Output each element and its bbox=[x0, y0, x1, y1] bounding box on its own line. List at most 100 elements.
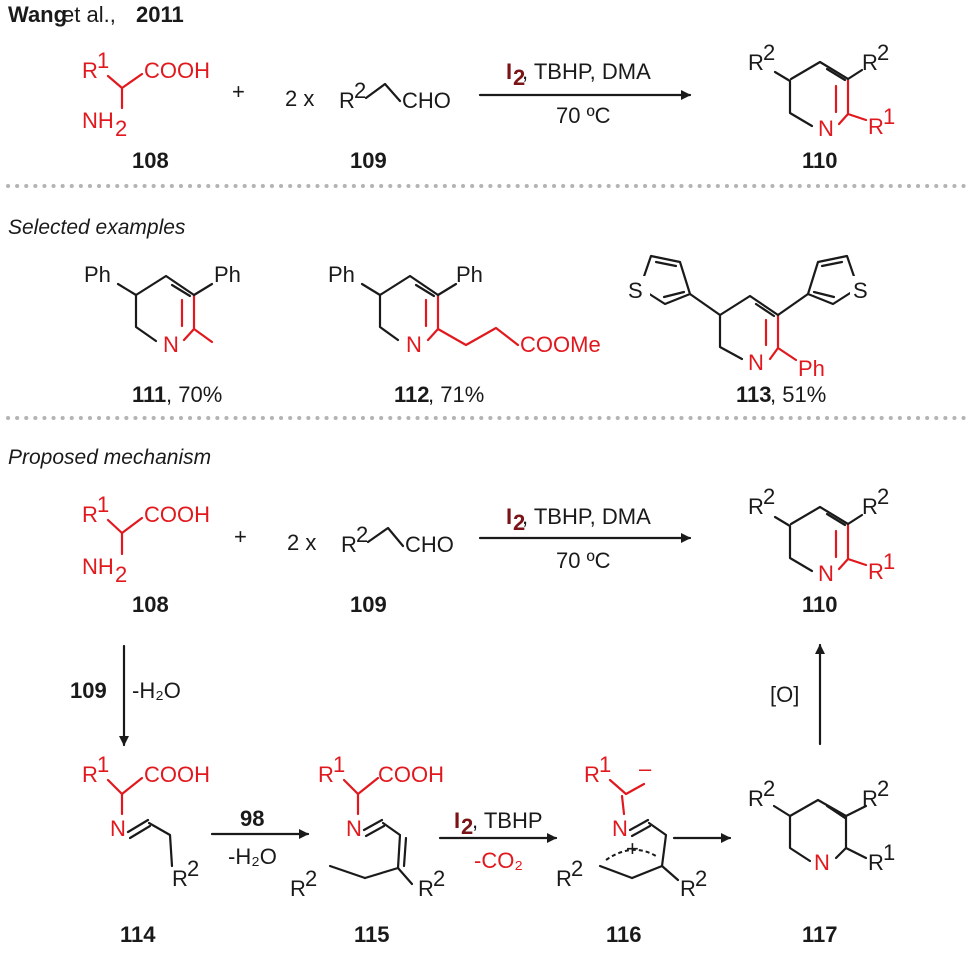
atom-label: R bbox=[748, 494, 764, 519]
atom-label: 1 bbox=[97, 492, 109, 517]
atom-label: I bbox=[454, 808, 460, 833]
atom-label: -CO₂ bbox=[474, 848, 523, 873]
arrow-115-to-116: I 2 , TBHP -CO₂ bbox=[438, 808, 558, 873]
atom-label: 2 x bbox=[285, 86, 314, 111]
author-etal: et al., bbox=[62, 2, 116, 27]
atom-label: 2 bbox=[115, 116, 127, 141]
atom-label: R bbox=[584, 762, 600, 787]
atom-label: 2 bbox=[461, 814, 473, 839]
atom-label: COOH bbox=[144, 502, 210, 527]
label-110: 110 bbox=[802, 148, 838, 173]
compound-113: N Ph S S 113 , 51% bbox=[626, 254, 874, 407]
atom-label: R bbox=[680, 876, 696, 901]
label-108: 108 bbox=[132, 148, 169, 173]
atom-label: N bbox=[163, 332, 179, 357]
label-113: 113 bbox=[736, 382, 772, 407]
label-111: 111 bbox=[132, 382, 166, 407]
atom-label: R bbox=[868, 114, 884, 139]
atom-label: 2 bbox=[115, 562, 127, 587]
atom-label: -H₂O bbox=[228, 844, 277, 869]
label-116: 116 bbox=[606, 922, 642, 947]
atom-label: COOMe bbox=[520, 332, 601, 357]
plus-sign: + bbox=[234, 524, 247, 549]
atom-label: R bbox=[868, 559, 884, 584]
atom-label: Ph bbox=[456, 262, 483, 287]
atom-label: R bbox=[862, 50, 878, 75]
plus-sign: + bbox=[232, 79, 245, 104]
atom-label: , TBHP, DMA bbox=[522, 504, 651, 529]
atom-label: 2 bbox=[571, 856, 583, 881]
atom-label: 2 bbox=[763, 484, 775, 509]
compound-109-mech: 2 x R 2 CHO 109 bbox=[287, 522, 454, 617]
atom-label: 2 bbox=[513, 510, 525, 535]
header-citation: Wang et al., 2011 bbox=[8, 2, 184, 27]
label-112: 112 bbox=[394, 382, 430, 407]
compound-112: N COOMe Ph Ph 112 , 71% bbox=[328, 262, 601, 407]
atom-label: R bbox=[172, 866, 188, 891]
atom-label: 98 bbox=[240, 806, 264, 831]
compound-111: N Ph Ph 111 , 70% bbox=[84, 262, 241, 407]
atom-label: R bbox=[556, 866, 572, 891]
atom-label: COOH bbox=[144, 58, 210, 83]
compound-116: R 1 – N + R 2 R 2 116 bbox=[556, 752, 707, 947]
compound-108-top: R 1 COOH NH 2 108 bbox=[82, 48, 210, 173]
atom-label: R bbox=[290, 876, 306, 901]
atom-label: 2 bbox=[433, 866, 445, 891]
atom-label: COOH bbox=[378, 762, 444, 787]
atom-label: I bbox=[506, 504, 512, 529]
atom-label: R bbox=[82, 502, 98, 527]
atom-label: Ph bbox=[798, 356, 825, 381]
atom-label: R bbox=[748, 50, 764, 75]
atom-label: 1 bbox=[883, 549, 895, 574]
atom-label: COOH bbox=[144, 762, 210, 787]
atom-label: N bbox=[814, 850, 830, 875]
atom-label: N bbox=[346, 816, 362, 841]
label-115: 115 bbox=[354, 922, 390, 947]
atom-label: 2 bbox=[763, 776, 775, 801]
label-108: 108 bbox=[132, 592, 169, 617]
atom-label: 2 bbox=[513, 65, 525, 90]
atom-label: 2 bbox=[877, 40, 889, 65]
atom-label: 2 bbox=[354, 78, 366, 103]
atom-label: R bbox=[82, 762, 98, 787]
atom-label: , TBHP, DMA bbox=[522, 59, 651, 84]
reaction-arrow-top: I 2 , TBHP, DMA 70 ºC bbox=[478, 59, 692, 128]
label-109: 109 bbox=[350, 592, 387, 617]
compound-108-mech: R 1 COOH NH 2 108 bbox=[82, 492, 210, 617]
atom-label: 109 bbox=[70, 678, 107, 703]
atom-label: 2 bbox=[695, 866, 707, 891]
atom-label: NH bbox=[82, 108, 114, 133]
atom-label: S bbox=[628, 278, 643, 303]
atom-label: N bbox=[110, 816, 126, 841]
atom-label: -H₂O bbox=[132, 678, 181, 703]
atom-label: 1 bbox=[97, 48, 109, 73]
atom-label: N bbox=[612, 816, 628, 841]
section-title-mechanism: Proposed mechanism bbox=[8, 446, 211, 469]
atom-label: N bbox=[818, 561, 834, 586]
atom-label: S bbox=[853, 278, 868, 303]
atom-label: R bbox=[862, 786, 878, 811]
atom-label: I bbox=[506, 59, 512, 84]
atom-label: 1 bbox=[599, 752, 611, 777]
atom-label: 70 ºC bbox=[556, 103, 611, 128]
atom-label: 2 bbox=[763, 40, 775, 65]
arrow-108-to-114: 109 -H₂O bbox=[70, 644, 181, 747]
compound-110-mech: N R 2 R 2 R 1 110 bbox=[748, 484, 895, 617]
label-109: 109 bbox=[350, 148, 387, 173]
atom-label: NH bbox=[82, 554, 114, 579]
label-110: 110 bbox=[802, 592, 838, 617]
carbanion-charge: – bbox=[639, 756, 652, 781]
atom-label: CHO bbox=[405, 532, 454, 557]
atom-label: R bbox=[868, 850, 884, 875]
atom-label: R bbox=[318, 762, 334, 787]
atom-label: CHO bbox=[402, 88, 451, 113]
atom-label: R bbox=[82, 58, 98, 83]
atom-label: 1 bbox=[883, 104, 895, 129]
atom-label: R bbox=[341, 532, 357, 557]
compound-110-top: N R 2 R 2 R 1 110 bbox=[748, 40, 895, 173]
atom-label: 2 bbox=[877, 484, 889, 509]
atom-label: , 51% bbox=[770, 382, 826, 407]
atom-label: Ph bbox=[214, 262, 241, 287]
allyl-cation-charge: + bbox=[626, 836, 639, 861]
